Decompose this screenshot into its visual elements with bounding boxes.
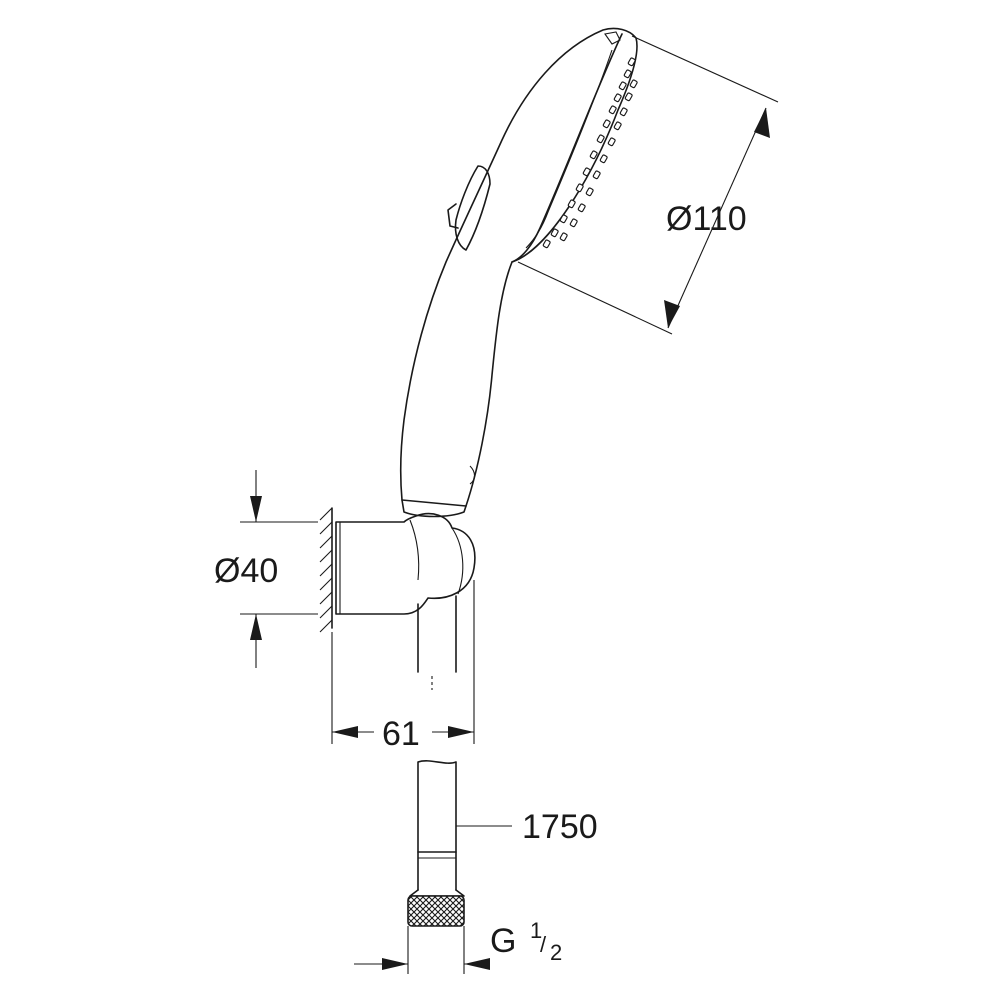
- wall-holder: [319, 507, 476, 690]
- thread-denominator-label: 2: [550, 940, 562, 965]
- face-top-tab: [604, 31, 621, 45]
- handle-collar: [401, 499, 467, 518]
- wall-hatch-icon: [319, 507, 333, 633]
- holder-diameter-label: Ø40: [214, 552, 278, 590]
- dimension-thread: G 1 / 2: [354, 918, 562, 974]
- thread-slash: /: [540, 932, 547, 957]
- holder-body: [335, 512, 476, 615]
- hose-lower-body: [417, 760, 457, 853]
- spray-nozzles: [542, 57, 638, 249]
- spray-mode-button-edge: [447, 203, 459, 229]
- hand-shower-body: [399, 27, 638, 507]
- dimension-hose-length: 1750: [456, 808, 598, 846]
- hand-shower: [399, 27, 638, 518]
- thread-prefix-label: G: [490, 922, 516, 960]
- dimension-holder-depth: 61: [331, 580, 475, 753]
- spray-mode-button: [454, 165, 491, 251]
- thread-numerator-label: 1: [530, 918, 542, 943]
- hose-length-label: 1750: [522, 808, 598, 846]
- hose-cone: [409, 889, 465, 897]
- knurled-nut-icon: [407, 895, 465, 927]
- hose-lower: [407, 760, 465, 927]
- spray-face-inner: [525, 49, 613, 249]
- holder-cup: [409, 519, 420, 581]
- handle-seam: [469, 465, 476, 485]
- hose-upper: [417, 595, 457, 673]
- dimension-holder-diameter: Ø40: [214, 470, 318, 668]
- spray-face-rim: [511, 33, 623, 263]
- head-diameter-label: Ø110: [666, 200, 747, 238]
- holder-cup-rim: [451, 527, 464, 595]
- dimension-head-diameter: Ø110: [517, 35, 779, 335]
- holder-depth-label: 61: [382, 715, 420, 753]
